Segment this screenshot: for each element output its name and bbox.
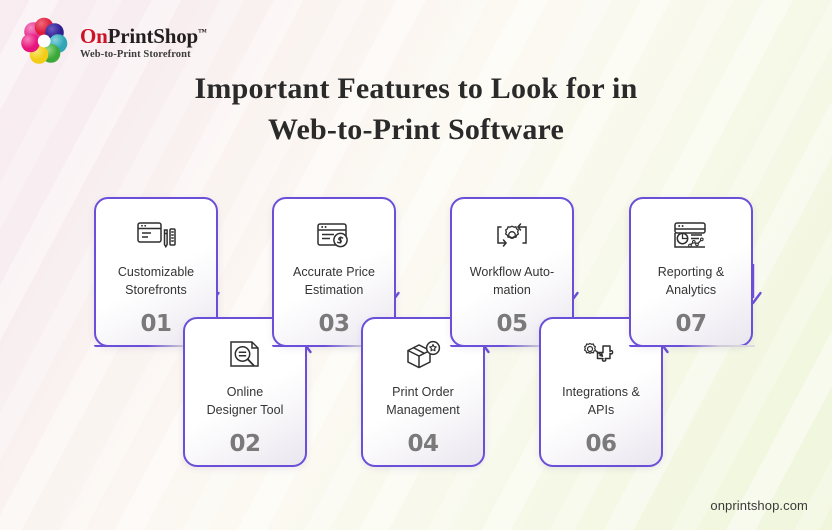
feature-card-07-label-line2: Analytics [665,282,717,297]
browser-dollar-icon [314,215,354,257]
footer-website-link[interactable]: onprintshop.com [710,498,808,513]
flower-petals-logo-icon [21,17,68,64]
feature-card-04-label: Print Order Management [379,384,466,420]
feature-card-07-label: Reporting & Analytics [651,264,732,300]
browser-customize-icon [136,215,176,257]
feature-card-03-label-line1: Accurate Price [293,265,375,279]
page-title-line-2: Web-to-Print Software [267,113,565,147]
brand-wordmark-block: OnPrintShop™ Web-to-Print Storefront [80,24,207,61]
package-star-icon [402,335,444,377]
analytics-dashboard-icon [670,215,712,257]
feature-card-06-label-line2: APIs [587,402,615,417]
feature-card-06-label: Integrations & APIs [555,384,647,420]
feature-card-02-number: 02 [229,431,261,457]
feature-card-01[interactable]: Customizable Storefronts 01 [93,197,220,348]
brand-wordmark: OnPrintShop™ [80,23,207,48]
feature-card-05-label-line1: Workflow Auto- [469,265,555,279]
feature-card-05-label-line2: mation [493,282,531,297]
feature-card-07-label-line1: Reporting & [657,265,725,279]
feature-card-04-number: 04 [407,431,439,457]
feature-card-06-number: 06 [585,431,617,457]
feature-card-04-label-line2: Management [386,402,460,417]
feature-card-05-label: Workflow Auto- mation [463,264,562,300]
document-magnifier-icon [225,335,265,377]
feature-card-06-label-line1: Integrations & [562,385,640,399]
feature-card-03-label: Accurate Price Estimation [286,264,382,300]
feature-card-01-label-line1: Customizable [117,265,195,279]
feature-card-03-number: 03 [318,311,350,337]
brand-name-prefix: On [80,23,108,48]
page-title: Important Features to Look for in Web-to… [0,68,832,151]
page-title-line-1: Important Features to Look for in [194,72,638,105]
feature-card-07-number: 07 [675,311,707,337]
brand-name-rest: PrintShop [107,23,199,48]
feature-card-07[interactable]: Reporting & Analytics 07 [628,197,755,348]
feature-card-01-label-line2: Storefronts [125,282,187,297]
feature-card-05-number: 05 [496,311,528,337]
feature-card-01-label: Customizable Storefronts [111,264,201,300]
feature-card-03-label-line2: Estimation [304,282,364,297]
brand-logo[interactable]: OnPrintShop™ Web-to-Print Storefront [20,17,207,67]
feature-card-02-label-line2: Designer Tool [206,402,284,417]
gear-cycle-icon [492,215,532,257]
trademark-symbol: ™ [198,26,207,37]
feature-card-01-number: 01 [140,311,172,337]
feature-card-04-label-line1: Print Order [392,385,454,399]
puzzle-gear-icon [580,335,622,377]
brand-tagline: Web-to-Print Storefront [80,48,191,60]
feature-card-02-label-line1: Online [226,385,264,399]
feature-card-02-label: Online Designer Tool [200,384,291,420]
